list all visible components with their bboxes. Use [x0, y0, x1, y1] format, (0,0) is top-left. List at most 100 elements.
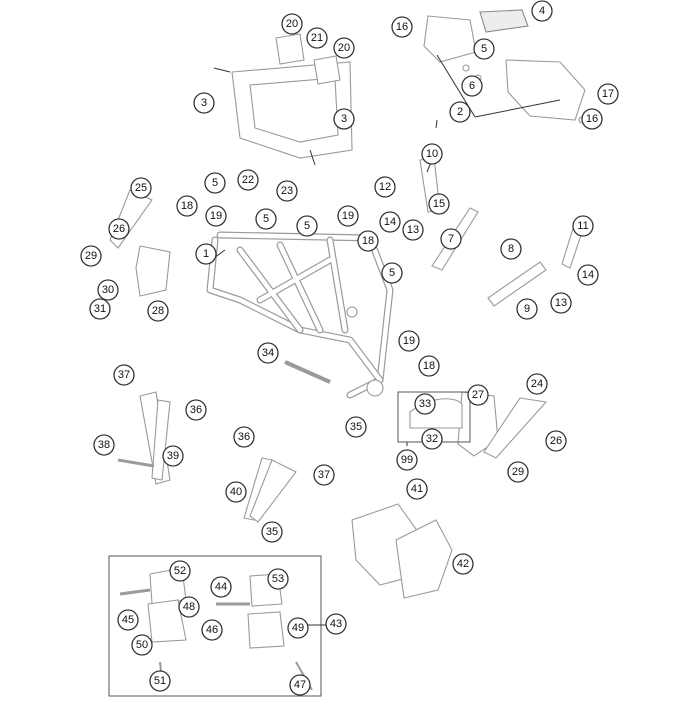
- callout-50: 50: [131, 634, 153, 656]
- callout-51: 51: [149, 670, 171, 692]
- callout-number: 38: [98, 439, 110, 451]
- callout-number: 4: [539, 5, 545, 17]
- callout-31: 31: [89, 298, 111, 320]
- callout-5: 5: [296, 215, 318, 237]
- callout-number: 22: [242, 174, 254, 186]
- callout-number: 51: [154, 675, 166, 687]
- callout-1: 1: [195, 243, 217, 265]
- callout-number: 8: [508, 243, 514, 255]
- footpeg-kit-box: [108, 555, 322, 697]
- callout-number: 33: [419, 398, 431, 410]
- callout-circle: [333, 37, 355, 59]
- callout-3: 3: [193, 92, 215, 114]
- callout-circle: [147, 300, 169, 322]
- callout-circle: [406, 478, 428, 500]
- callout-36: 36: [233, 426, 255, 448]
- callout-13: 13: [550, 292, 572, 314]
- callout-circle: [379, 211, 401, 233]
- callout-circle: [149, 670, 171, 692]
- callout-circle: [233, 426, 255, 448]
- callout-number: 13: [407, 224, 419, 236]
- lower-arm-drawing: [243, 457, 297, 523]
- callout-circle: [296, 215, 318, 237]
- callout-circle: [428, 193, 450, 215]
- callout-circle: [108, 218, 130, 240]
- callout-number: 47: [294, 679, 306, 691]
- callout-circle: [117, 609, 139, 631]
- callout-circle: [357, 230, 379, 252]
- callout-number: 25: [135, 182, 147, 194]
- callout-number: 5: [481, 43, 487, 55]
- callout-14: 14: [577, 264, 599, 286]
- callout-number: 19: [403, 335, 415, 347]
- callout-number: 18: [181, 200, 193, 212]
- callout-number: 5: [304, 220, 310, 232]
- callout-number: 14: [582, 269, 594, 281]
- callout-number: 5: [389, 267, 395, 279]
- side-cover-drawing: [351, 503, 453, 599]
- callout-number: 40: [230, 486, 242, 498]
- callout-circle: [80, 245, 102, 267]
- callout-circle: [418, 355, 440, 377]
- callout-circle: [195, 243, 217, 265]
- callout-circle: [545, 430, 567, 452]
- callout-circle: [452, 553, 474, 575]
- callout-circle: [507, 461, 529, 483]
- callout-30: 30: [97, 279, 119, 301]
- callout-41: 41: [406, 478, 428, 500]
- callout-number: 34: [262, 347, 274, 359]
- callout-number: 50: [136, 639, 148, 651]
- callout-circle: [381, 262, 403, 284]
- callout-circle: [421, 143, 443, 165]
- callout-10: 10: [421, 143, 443, 165]
- callout-3: 3: [333, 108, 355, 130]
- callout-number: 48: [183, 601, 195, 613]
- callout-number: 28: [152, 305, 164, 317]
- callout-circle: [185, 399, 207, 421]
- callout-19: 19: [398, 330, 420, 352]
- callout-circle: [281, 13, 303, 35]
- callout-circle: [449, 101, 471, 123]
- callout-circle: [225, 481, 247, 503]
- callout-circle: [237, 169, 259, 191]
- callout-26: 26: [108, 218, 130, 240]
- callout-number: 29: [85, 250, 97, 262]
- callout-circle: [176, 195, 198, 217]
- callout-circle: [193, 92, 215, 114]
- callout-circle: [289, 674, 311, 696]
- callout-33: 33: [414, 393, 436, 415]
- callout-38: 38: [93, 434, 115, 456]
- callout-circle: [97, 279, 119, 301]
- callout-number: 16: [396, 21, 408, 33]
- callout-circle: [398, 330, 420, 352]
- callout-circle: [178, 596, 200, 618]
- callout-number: 18: [362, 235, 374, 247]
- callout-46: 46: [201, 619, 223, 641]
- callout-number: 3: [341, 113, 347, 125]
- callout-53: 53: [267, 568, 289, 590]
- callout-49: 49: [287, 617, 309, 639]
- callout-circle: [461, 75, 483, 97]
- callout-number: 10: [426, 148, 438, 160]
- callout-37: 37: [313, 464, 335, 486]
- callout-22: 22: [237, 169, 259, 191]
- callout-number: 23: [281, 185, 293, 197]
- callout-99: 99: [396, 449, 418, 471]
- callout-13: 13: [402, 219, 424, 241]
- callout-28: 28: [147, 300, 169, 322]
- callout-9: 9: [516, 298, 538, 320]
- callout-17: 17: [597, 83, 619, 105]
- callout-number: 35: [350, 421, 362, 433]
- callout-number: 19: [210, 210, 222, 222]
- callout-42: 42: [452, 553, 474, 575]
- callout-number: 31: [94, 303, 106, 315]
- callout-circle: [473, 38, 495, 60]
- callout-24: 24: [526, 373, 548, 395]
- callout-12: 12: [374, 176, 396, 198]
- callout-11: 11: [572, 215, 594, 237]
- callout-47: 47: [289, 674, 311, 696]
- callout-circle: [267, 568, 289, 590]
- callout-18: 18: [357, 230, 379, 252]
- callout-number: 49: [292, 622, 304, 634]
